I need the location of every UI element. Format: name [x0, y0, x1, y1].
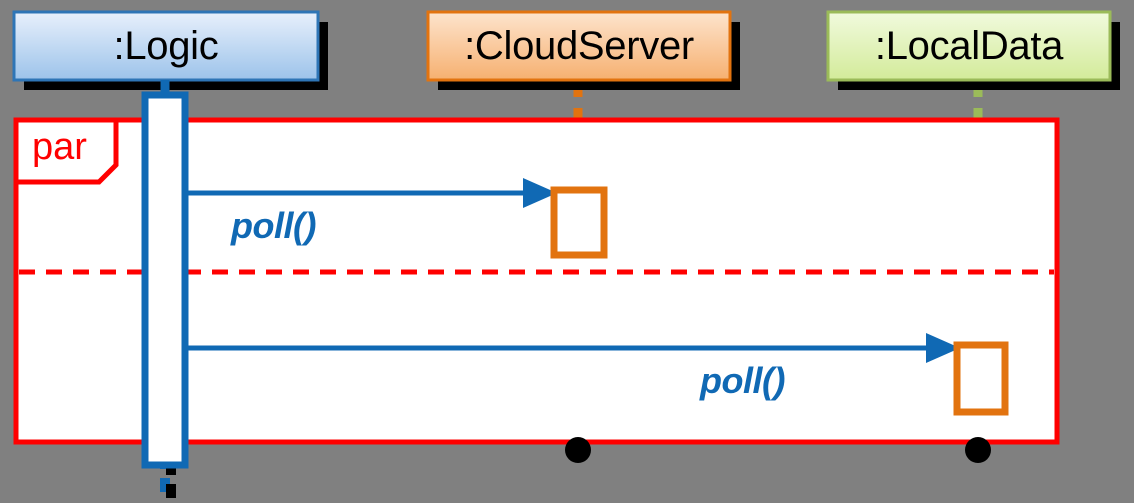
activation-box-cloudserver[interactable] [550, 186, 608, 259]
par-fragment-operator-label: par [32, 126, 87, 168]
lifeline-terminator-localdata [965, 437, 991, 463]
message-arrow-poll-cloudserver[interactable] [185, 178, 557, 208]
lifeline-box-localdata[interactable] [826, 10, 1112, 82]
par-fragment-tag [13, 117, 119, 185]
lifeline-box-cloudserver[interactable] [426, 10, 732, 82]
message-label-poll-cloudserver: poll() [231, 205, 316, 246]
lifeline-terminator-cloudserver [565, 437, 591, 463]
lifeline-box-logic[interactable] [12, 10, 320, 82]
activation-box-logic[interactable] [141, 91, 189, 469]
message-arrow-poll-localdata[interactable] [185, 333, 960, 363]
activation-box-localdata[interactable] [953, 341, 1009, 416]
message-label-poll-localdata: poll() [700, 360, 785, 401]
par-fragment-frame [13, 117, 1060, 445]
